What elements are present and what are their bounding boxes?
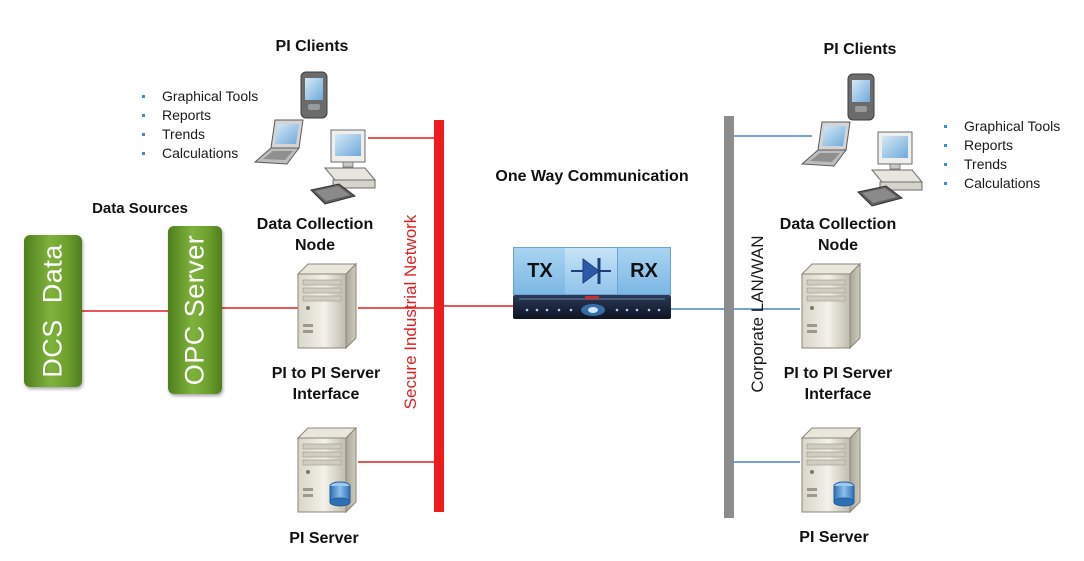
rx-label: RX <box>617 247 671 295</box>
left-pi-server-label: PI Server <box>289 530 359 547</box>
left-dcn-title: Data Collection Node <box>240 214 390 256</box>
right-client-feature: Reports <box>942 136 1060 155</box>
left-interface-line1: PI to PI Server <box>271 365 381 382</box>
dcs-data-label: DCS Data <box>37 244 68 378</box>
right-interface-line2: Interface <box>804 386 872 403</box>
right-dcn-title-line2: Node <box>818 237 858 254</box>
diode-symbol-box <box>565 247 617 295</box>
secure-network-bar <box>434 120 444 512</box>
left-client-feature: Calculations <box>140 144 258 163</box>
right-interface-line1: PI to PI Server <box>783 365 893 382</box>
left-dcn-title-line1: Data Collection <box>256 216 374 233</box>
right-dcn-title: Data Collection Node <box>763 214 913 256</box>
opc-server-label: OPC Server <box>179 234 210 386</box>
left-interface-line2: Interface <box>292 386 360 403</box>
right-pi-server-icon <box>801 427 861 513</box>
left-dcn-server-icon <box>297 263 357 349</box>
left-dcn-title-line2: Node <box>295 237 335 254</box>
opc-server-box: OPC Server <box>168 226 222 394</box>
left-interface-label: PI to PI Server Interface <box>256 363 396 405</box>
left-pi-clients-icon <box>254 71 376 205</box>
right-pi-clients-icon <box>801 73 923 207</box>
left-pi-server-icon <box>297 427 357 513</box>
right-pi-clients-title: PI Clients <box>823 41 897 58</box>
right-pi-server-label: PI Server <box>799 529 869 546</box>
tx-label: TX <box>513 247 567 295</box>
right-client-feature-list: Graphical Tools Reports Trends Calculati… <box>942 117 1060 193</box>
data-sources-title: Data Sources <box>92 200 188 217</box>
diode-icon <box>571 258 611 284</box>
left-pi-clients-title: PI Clients <box>275 38 349 55</box>
one-way-communication-title: One Way Communication <box>495 168 689 185</box>
corporate-network-bar <box>724 116 734 518</box>
diode-hardware-unit <box>513 295 671 319</box>
left-client-feature-list: Graphical Tools Reports Trends Calculati… <box>140 87 258 163</box>
left-client-feature: Graphical Tools <box>140 87 258 106</box>
dcs-data-box: DCS Data <box>24 235 82 387</box>
hardware-front-panel <box>519 296 665 316</box>
right-dcn-server-icon <box>801 263 861 349</box>
right-client-feature: Graphical Tools <box>942 117 1060 136</box>
secure-network-label: Secure Industrial Network <box>401 214 420 410</box>
data-diode-appliance: TX RX <box>513 247 671 321</box>
corporate-network-label: Corporate LAN/WAN <box>748 235 767 393</box>
right-client-feature: Calculations <box>942 174 1060 193</box>
left-client-feature: Trends <box>140 125 258 144</box>
right-dcn-title-line1: Data Collection <box>779 216 897 233</box>
left-client-feature: Reports <box>140 106 258 125</box>
right-interface-label: PI to PI Server Interface <box>768 363 908 405</box>
right-client-feature: Trends <box>942 155 1060 174</box>
